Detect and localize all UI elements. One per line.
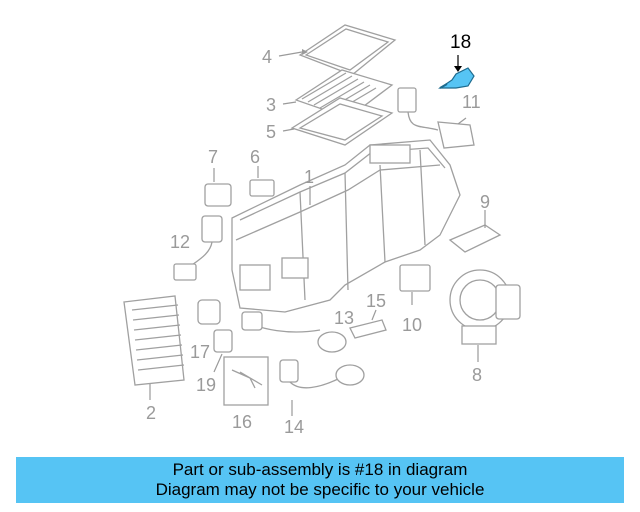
part-16-kit-box	[223, 356, 269, 406]
part-1-hvac-case	[231, 139, 461, 313]
part-10-resistor	[399, 264, 431, 305]
part-17-sensor	[197, 299, 221, 325]
part-13-actuator	[241, 311, 347, 353]
callout-2: 2	[146, 403, 157, 423]
callout-9: 9	[480, 192, 491, 212]
part-11-harness	[397, 87, 475, 149]
part-6-component	[249, 166, 275, 197]
banner-line-2: Diagram may not be specific to your vehi…	[155, 480, 485, 499]
part-18-sensor-highlighted	[438, 55, 475, 89]
part-15-clip	[349, 309, 387, 339]
callout-18-highlighted: 18	[450, 32, 472, 53]
part-2-heater-core	[123, 295, 185, 400]
part-19-actuator	[213, 329, 233, 373]
part-8-blower-motor	[449, 269, 521, 362]
part-4-filter-tray	[278, 24, 397, 76]
callout-19: 19	[196, 375, 217, 395]
callout-3: 3	[266, 95, 277, 115]
banner-line-1: Part or sub-assembly is #18 in diagram	[172, 460, 468, 479]
callout-14: 14	[284, 417, 305, 437]
part-9-bracket	[448, 210, 502, 253]
callout-7: 7	[208, 147, 219, 167]
callout-13: 13	[334, 308, 355, 328]
callout-11: 11	[462, 92, 481, 112]
callout-4: 4	[262, 47, 273, 67]
callout-10: 10	[402, 315, 423, 335]
callout-6: 6	[250, 147, 261, 167]
hvac-exploded-diagram	[123, 24, 521, 416]
callout-8: 8	[472, 365, 483, 385]
callout-16: 16	[232, 412, 253, 432]
info-banner: Part or sub-assembly is #18 in diagram D…	[16, 457, 624, 503]
part-5-filter-frame	[282, 97, 394, 146]
callout-5: 5	[266, 122, 277, 142]
part-14-actuator	[279, 359, 365, 416]
callout-1: 1	[304, 167, 315, 187]
part-7-component	[204, 168, 232, 207]
callout-12: 12	[170, 232, 191, 252]
callout-15: 15	[366, 291, 387, 311]
part-12-actuator	[173, 215, 223, 281]
callout-17: 17	[190, 342, 211, 362]
